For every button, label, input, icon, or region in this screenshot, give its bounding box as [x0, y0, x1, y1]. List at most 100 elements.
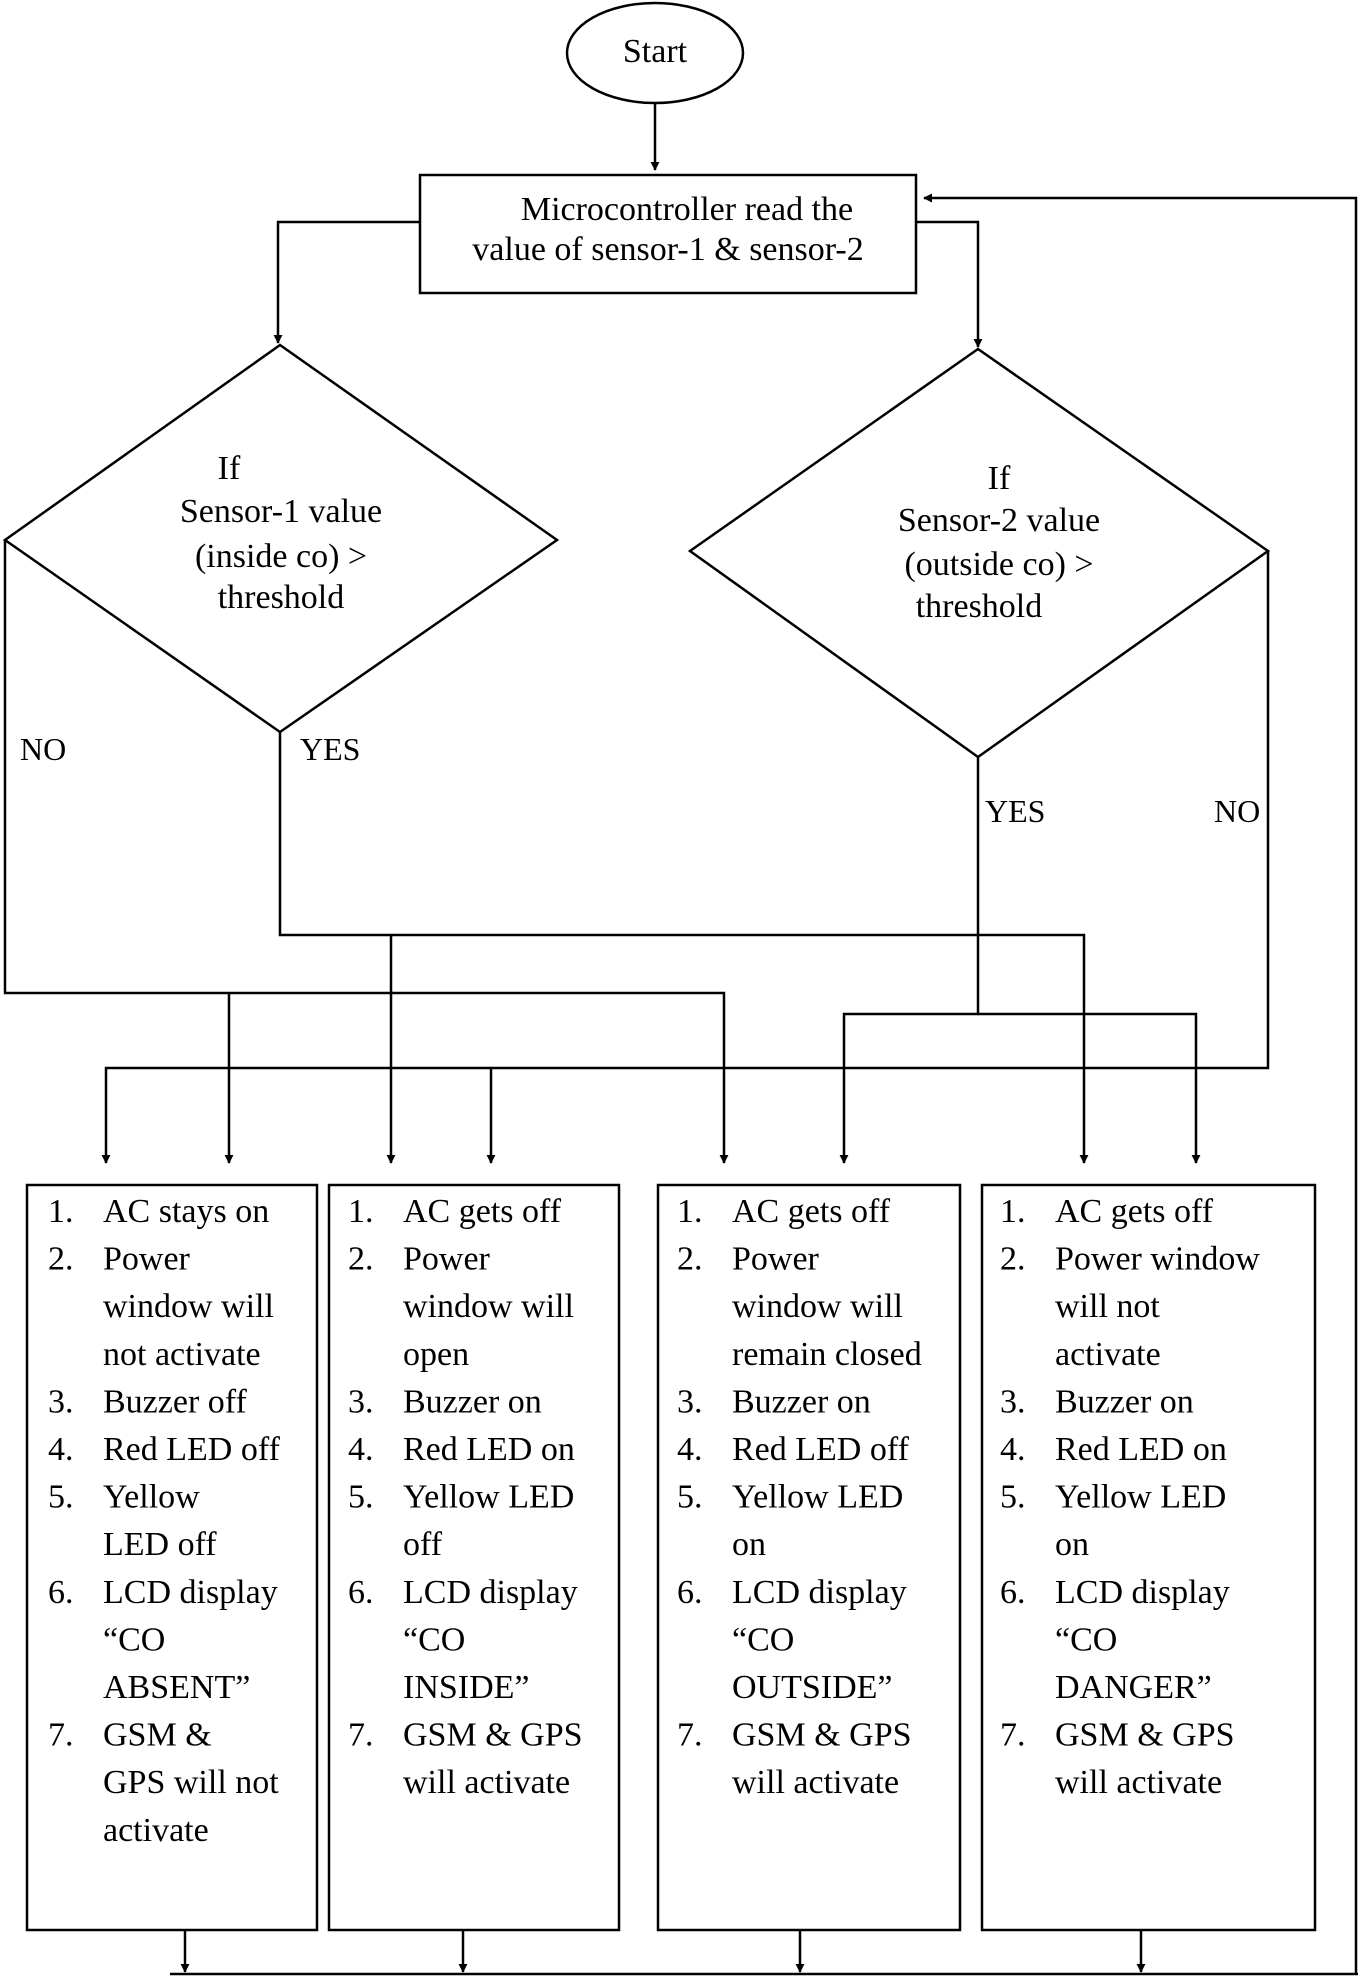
outcome-co-inside-item-3-number: 3.: [348, 1383, 374, 1420]
outcome-co-danger-item-3-line-1: Buzzer on: [1055, 1383, 1194, 1420]
outcome-co-absent-item-3-line-1: Buzzer off: [103, 1383, 247, 1420]
outcome-co-outside-item-7-number: 7.: [677, 1717, 703, 1754]
outcome-co-inside-item-6-line-2: “CO: [403, 1621, 465, 1658]
outcome-co-outside-item-2-number: 2.: [677, 1241, 703, 1278]
outcome-box-co-inside: [327, 1183, 621, 1932]
outcome-co-absent-item-1-line-1: AC stays on: [103, 1193, 269, 1230]
outcome-co-danger-item-1-number: 1.: [1000, 1193, 1026, 1230]
outcome-co-inside-item-4-number: 4.: [348, 1431, 374, 1468]
outcome-co-inside-item-1-line-1: AC gets off: [403, 1193, 562, 1230]
outcome-co-absent-item-2-line-3: not activate: [103, 1336, 261, 1373]
outcome-co-outside-item-1-number: 1.: [677, 1193, 703, 1230]
outcome-co-absent-item-6-number: 6.: [48, 1574, 74, 1611]
outcome-co-inside-item-2-number: 2.: [348, 1241, 374, 1278]
outcome-co-absent-item-2-line-2: window will: [103, 1288, 274, 1325]
outcome-co-absent-item-7-line-3: activate: [103, 1812, 209, 1849]
connector-d2-no-to-box-1: [101, 551, 1270, 1164]
outcome-co-outside-item-4-line-1: Red LED off: [732, 1431, 910, 1468]
outcome-co-danger-item-7-line-2: will activate: [1055, 1764, 1222, 1801]
connector-d1-no-to-box-3: [3, 540, 729, 1164]
outcome-co-danger-item-5-line-2: on: [1055, 1526, 1089, 1563]
arrow-process-to-decision-1: [273, 220, 420, 344]
outcome-co-absent-item-2-number: 2.: [48, 1241, 74, 1278]
outcome-co-absent-item-7-number: 7.: [48, 1717, 74, 1754]
outcome-co-danger-item-4-line-1: Red LED on: [1055, 1431, 1227, 1468]
outcome-co-danger-item-6-line-1: LCD display: [1055, 1574, 1230, 1611]
outcome-co-danger-item-6-number: 6.: [1000, 1574, 1026, 1611]
outcome-co-absent-item-6-line-3: ABSENT”: [103, 1669, 250, 1706]
outcome-co-inside-item-3-line-1: Buzzer on: [403, 1383, 542, 1420]
outcome-co-outside-item-6-number: 6.: [677, 1574, 703, 1611]
outcome-co-danger-item-2-line-1: Power window: [1055, 1241, 1260, 1278]
outcome-co-danger-item-7-line-1: GSM & GPS: [1055, 1717, 1235, 1754]
outcome-co-danger-item-2-number: 2.: [1000, 1241, 1026, 1278]
decision-2-line-2: Sensor-2 value: [898, 502, 1100, 539]
outcome-co-outside-item-7-line-1: GSM & GPS: [732, 1717, 912, 1754]
outcome-co-outside-item-6-line-2: “CO: [732, 1621, 794, 1658]
decision-2-line-3: (outside co) >: [904, 546, 1093, 583]
outcome-co-outside-item-5-line-2: on: [732, 1526, 766, 1563]
outcome-co-outside-item-6-line-3: OUTSIDE”: [732, 1669, 893, 1706]
outcome-co-outside-item-1-line-1: AC gets off: [732, 1193, 891, 1230]
outcome-box-co-danger: [980, 1183, 1317, 1932]
outcome-co-absent-item-2-line-1: Power: [103, 1241, 191, 1278]
outcome-co-inside-item-4-line-1: Red LED on: [403, 1431, 575, 1468]
process-box: [418, 173, 918, 295]
connector-d1-yes-to-box-4: [278, 732, 1089, 1164]
decision-1-line-2: Sensor-1 value: [180, 493, 382, 530]
outcome-co-inside-item-5-number: 5.: [348, 1479, 374, 1516]
outcome-co-danger-item-3-number: 3.: [1000, 1383, 1026, 1420]
outcome-co-inside-item-5-line-1: Yellow LED: [403, 1479, 574, 1516]
decision-2-line-4: threshold: [916, 588, 1043, 625]
outcome-co-inside-item-2-line-3: open: [403, 1336, 469, 1373]
decision-1-yes-label: YES: [300, 731, 360, 767]
outcome-co-absent-item-1-number: 1.: [48, 1193, 74, 1230]
connector-d2-yes-to-box-3: [839, 757, 980, 1164]
outcome-co-absent-item-6-line-1: LCD display: [103, 1574, 278, 1611]
outcome-co-inside-item-6-line-3: INSIDE”: [403, 1669, 530, 1706]
outcome-co-outside-item-4-number: 4.: [677, 1431, 703, 1468]
arrow-process-to-decision-2: [916, 220, 983, 348]
outcome-co-absent-item-6-line-2: “CO: [103, 1621, 165, 1658]
decision-1-line-4: threshold: [218, 579, 345, 616]
outcome-co-danger-item-6-line-2: “CO: [1055, 1621, 1117, 1658]
outcome-co-outside-item-6-line-1: LCD display: [732, 1574, 907, 1611]
outcome-co-danger-item-5-line-1: Yellow LED: [1055, 1479, 1226, 1516]
outcome-co-inside-item-6-number: 6.: [348, 1574, 374, 1611]
outcome-co-danger-item-7-number: 7.: [1000, 1717, 1026, 1754]
decision-1-line-1: If: [218, 450, 241, 487]
outcome-co-inside-item-7-line-2: will activate: [403, 1764, 570, 1801]
outcome-co-inside-item-5-line-2: off: [403, 1526, 443, 1563]
decision-2-line-1: If: [988, 460, 1011, 497]
outcome-co-inside-item-7-line-1: GSM & GPS: [403, 1717, 583, 1754]
process-line-2: value of sensor-1 & sensor-2: [472, 231, 863, 268]
start-label: Start: [623, 33, 688, 70]
outcome-co-absent-item-4-number: 4.: [48, 1431, 74, 1468]
outcome-co-outside-item-5-number: 5.: [677, 1479, 703, 1516]
outcome-co-outside-item-3-line-1: Buzzer on: [732, 1383, 871, 1420]
outcome-box-co-absent: [25, 1183, 319, 1932]
decision-2-yes-label: YES: [985, 793, 1045, 829]
outcome-co-outside-item-2-line-2: window will: [732, 1288, 903, 1325]
outcome-co-danger-item-5-number: 5.: [1000, 1479, 1026, 1516]
decision-2-no-label: NO: [1214, 793, 1260, 829]
outcome-co-danger-item-2-line-3: activate: [1055, 1336, 1161, 1373]
outcome-co-outside-item-3-number: 3.: [677, 1383, 703, 1420]
process-line-1: Microcontroller read the: [521, 191, 853, 228]
outcome-co-danger-item-2-line-2: will not: [1055, 1288, 1160, 1325]
outcome-co-absent-item-3-number: 3.: [48, 1383, 74, 1420]
outcome-co-outside-item-7-line-2: will activate: [732, 1764, 899, 1801]
outcome-box-co-outside: [656, 1183, 962, 1932]
outcome-co-absent-item-7-line-2: GPS will not: [103, 1764, 279, 1801]
outcome-co-inside-item-2-line-1: Power: [403, 1241, 491, 1278]
outcome-co-outside-item-2-line-3: remain closed: [732, 1336, 922, 1373]
outcome-co-danger-item-6-line-3: DANGER”: [1055, 1669, 1212, 1706]
outcome-co-inside-item-6-line-1: LCD display: [403, 1574, 578, 1611]
outcome-text-group: 1. AC stays on 2. Power window will not activ…: [48, 1193, 1260, 1849]
outcome-co-outside-item-5-line-1: Yellow LED: [732, 1479, 903, 1516]
outcome-co-absent-item-4-line-1: Red LED off: [103, 1431, 281, 1468]
connector-d2-yes-to-box-4: [978, 1012, 1201, 1164]
outcome-co-inside-item-2-line-2: window will: [403, 1288, 574, 1325]
outcome-co-absent-item-5-number: 5.: [48, 1479, 74, 1516]
